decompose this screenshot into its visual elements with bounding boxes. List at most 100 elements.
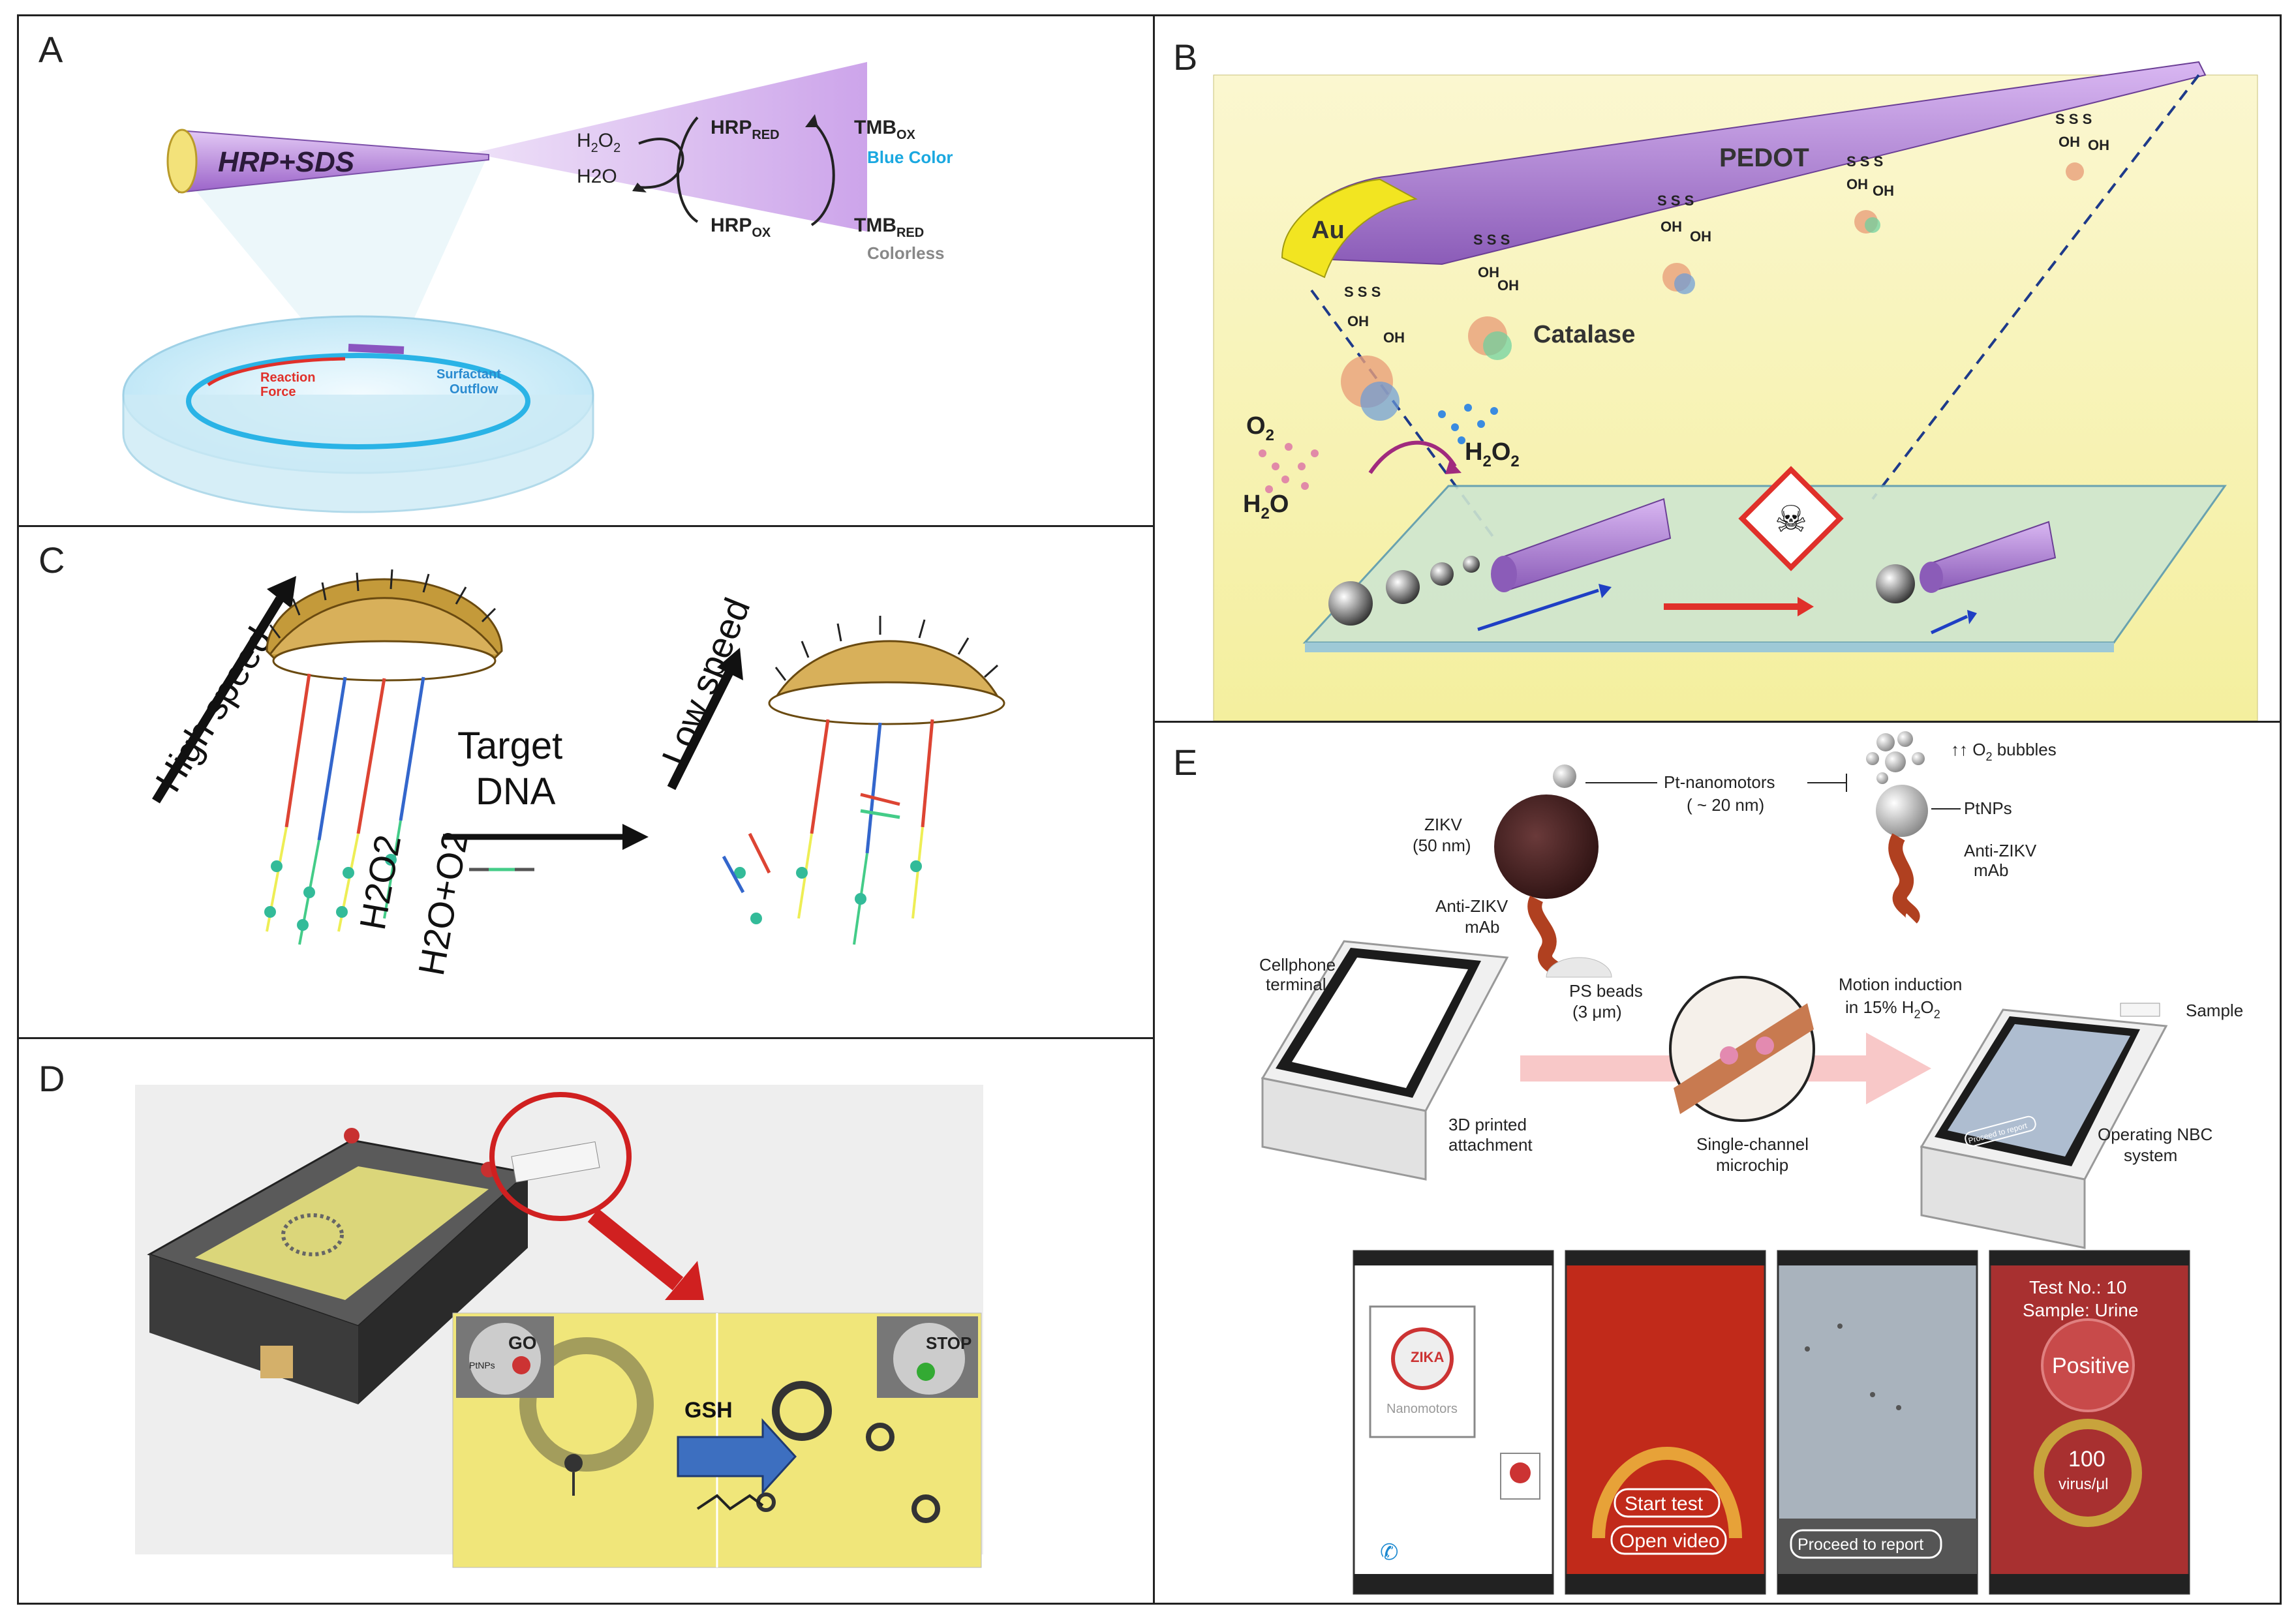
app-screen-2: Start test Open video [1565,1250,1766,1595]
reaction-force-label: Reaction [260,371,315,385]
svg-text:↑↑ O2 bubbles: ↑↑ O2 bubbles [1951,740,2057,763]
surfactant-outflow-label: Surfactant [436,367,501,382]
svg-text:Nanomotors: Nanomotors [1386,1402,1458,1416]
test-number: Test No.: 10 [2029,1277,2126,1297]
svg-text:OH: OH [2059,134,2080,150]
blue-color-label: Blue Color [867,147,953,167]
target-label: Target [457,725,562,767]
cellphone-label: Cellphone [1259,955,1336,975]
bubbles [1866,731,1925,784]
svg-text:HRPOX: HRPOX [711,215,771,240]
pt-nanomotors-label: Pt-nanomotors [1664,772,1775,792]
svg-text:S S S: S S S [1846,153,1883,170]
toxic-warning-sign [1738,466,1844,571]
svg-text:attachment: attachment [1448,1135,1533,1155]
svg-text:S S S: S S S [1344,284,1381,300]
panel-d: D GO PtNPs [17,1037,1155,1605]
svg-text:TMBRED: TMBRED [854,215,924,240]
operating-nbc-label: Operating NBC [2098,1125,2212,1144]
svg-text:☠: ☠ [1775,498,1807,539]
svg-text:OH: OH [1690,228,1711,245]
h2o2-label: H2O2 [1465,438,1520,470]
panel-a-illustration: HRP+SDS Reaction Force Surfactant Outflo… [122,62,953,513]
svg-text:OH: OH [2088,137,2109,153]
svg-text:OH: OH [1873,183,1894,199]
start-test-button: Start test [1625,1493,1704,1515]
ptnp [1876,785,1928,837]
proceed-to-report-button: Proceed to report [1798,1536,1923,1554]
result-positive: Positive [2052,1354,2130,1378]
svg-text:OH: OH [1846,176,1868,192]
zikv-particle [1494,794,1599,899]
panel-a: A HRP+SDS Reaction Force Sur [17,14,1155,527]
panel-e-illustration: Pt-nanomotors ( ~ 20 nm) ZIKV (50 nm) An… [1259,731,2243,1595]
gsh-label: GSH [684,1398,733,1423]
sample-label: Sample [2186,1001,2243,1020]
svg-text:S S S: S S S [1473,232,1510,248]
gsh-arrow [677,1418,797,1495]
svg-text:OH: OH [1478,264,1499,280]
ps-beads-label: PS beads [1569,981,1643,1001]
svg-text:Force: Force [260,385,296,399]
h2o2-label: H2O2 [352,832,408,933]
h2o-o2-label: H2O+O2 [410,828,476,978]
highlight-circle [489,1092,632,1221]
panel-label: E [1173,742,1198,783]
motion-induction-label: Motion induction [1839,975,1962,994]
catalase-clusters [1341,162,2084,421]
pedot-label: PEDOT [1719,144,1809,172]
app-screen-4: Test No.: 10 Sample: Urine Positive 100 … [1989,1250,2190,1595]
svg-text:OH: OH [1497,277,1519,294]
h2o-label: H2O [577,166,617,187]
go-label: GO [508,1333,537,1353]
magnify-cone [472,62,867,232]
sample-type: Sample: Urine [2023,1300,2138,1320]
svg-text:microchip: microchip [1716,1155,1788,1175]
view-cone [176,153,489,356]
jellyfish-motor-left [264,569,503,945]
svg-text:✆: ✆ [1380,1540,1399,1565]
nbc-system-right: Proceed to report [1920,1003,2168,1249]
svg-text:mAb: mAb [1974,860,2008,880]
anti-zikv-label: Anti-ZIKV [1435,896,1508,916]
jellyfish-motor-right [722,616,1005,945]
dna-label: DNA [476,770,556,813]
svg-text:(3 μm): (3 μm) [1572,1002,1622,1021]
svg-text:system: system [2124,1145,2177,1165]
svg-text:in 15% H2O2: in 15% H2O2 [1845,997,1940,1021]
svg-text:Anti-ZIKV: Anti-ZIKV [1964,841,2037,860]
hrp-sds-motor [166,129,489,194]
low-speed-label: Low speed [654,592,758,772]
single-channel-label: Single-channel [1696,1134,1809,1154]
virus-count: 100 [2068,1447,2105,1472]
panel-label: B [1173,37,1198,78]
svg-text:S S S: S S S [2055,111,2092,127]
svg-text:(50 nm): (50 nm) [1413,836,1471,855]
virus-unit: virus/μl [2059,1475,2109,1493]
high-speed-label: High speed [147,620,281,799]
colorless-label: Colorless [867,243,945,263]
microfluidic-device [147,1128,600,1404]
app-screen-1: ZIKA Nanomotors ✆ [1353,1250,1554,1595]
app-screen-3: Proceed to report [1777,1250,1978,1595]
panel-c-illustration: High speed H2O2 H2O+O2 Target DNA [147,569,1005,978]
panel-d-illustration: GO PtNPs STOP GSH [135,1085,983,1568]
stop-label: STOP [926,1333,972,1353]
panel-e: E Pt-nanomotors ( ~ 20 nm) ZIKV (50 nm) … [1153,721,2282,1605]
panel-label: D [38,1058,65,1099]
panel-label: A [38,29,63,70]
open-video-button: Open video [1619,1530,1719,1552]
panel-c: C High speed H2O2 H2O+O2 Target DNA [17,525,1155,1039]
zikv-label: ZIKV [1424,815,1462,834]
pt-size-label: ( ~ 20 nm) [1687,795,1764,815]
svg-text:S S S: S S S [1657,192,1694,209]
h2o-label: H2O [1243,491,1289,522]
svg-text:OH: OH [1661,219,1682,235]
svg-text:mAb: mAb [1465,917,1499,937]
svg-text:H2O2: H2O2 [577,130,620,155]
svg-text:OH: OH [1347,313,1369,329]
printed-3d-label: 3D printed [1448,1115,1527,1134]
ptnps-label: PtNPs [469,1360,495,1370]
